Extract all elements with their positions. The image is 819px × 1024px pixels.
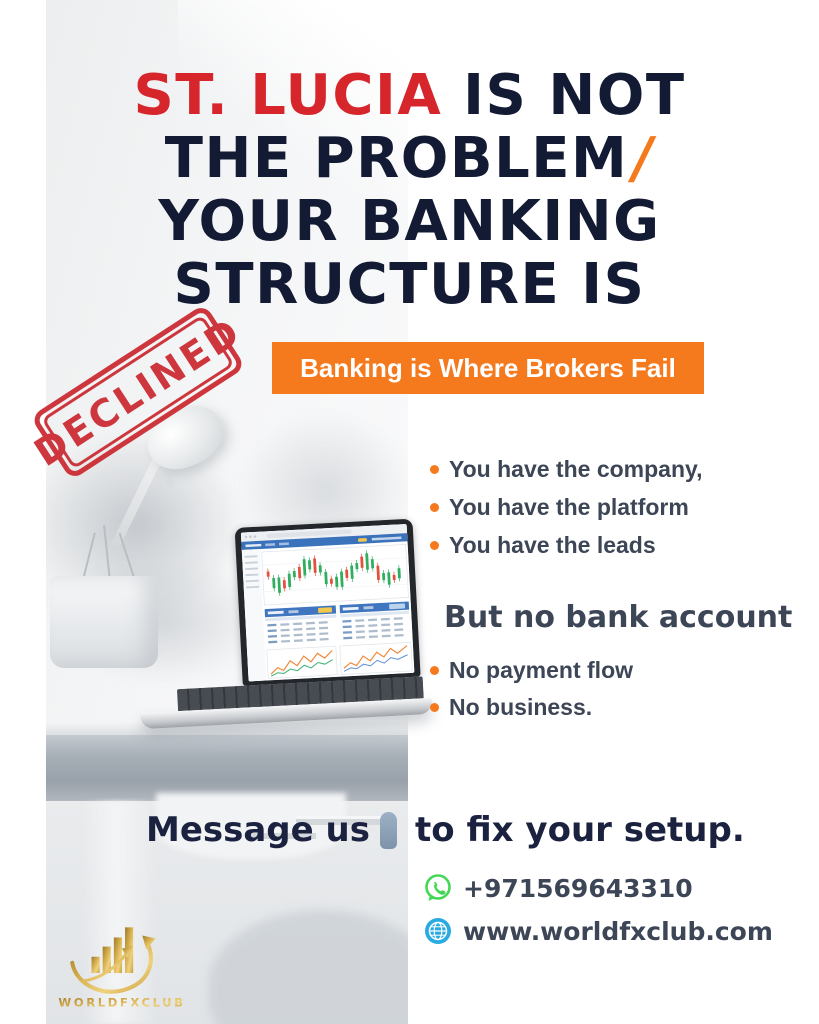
cta-text-before: Message us bbox=[146, 810, 370, 850]
have-list: You have the company, You have the platf… bbox=[430, 450, 702, 564]
whatsapp-contact[interactable]: +971569643310 bbox=[422, 872, 773, 904]
plant-pot bbox=[50, 576, 158, 668]
banner-label: Banking is Where Brokers Fail bbox=[300, 352, 676, 383]
contact-block: +971569643310 www.worldfxclub.com bbox=[422, 872, 773, 958]
laptop-screen bbox=[234, 518, 421, 686]
list-item: You have the platform bbox=[430, 488, 702, 526]
orange-slash: / bbox=[626, 126, 660, 191]
laptop bbox=[131, 518, 433, 735]
cta-line: Message us to fix your setup. bbox=[146, 810, 745, 850]
bullet-dot-icon bbox=[430, 540, 439, 550]
desk-object-blur bbox=[156, 793, 346, 859]
gap-heading: But no bank account bbox=[444, 600, 793, 635]
candlestick-chart bbox=[266, 550, 401, 596]
quote-tables bbox=[267, 617, 404, 644]
bullet-dot-icon bbox=[430, 703, 439, 712]
headline-line-2: THE PROBLEM/ bbox=[0, 126, 819, 191]
headline-line2-text: THE PROBLEM bbox=[164, 126, 629, 191]
banner: Banking is Where Brokers Fail bbox=[272, 342, 704, 394]
office-photo-panel bbox=[46, 0, 408, 1024]
shelf-line bbox=[296, 819, 396, 825]
list-item-label: You have the company, bbox=[449, 455, 703, 482]
trading-platform-screen bbox=[240, 523, 415, 682]
list-item-label: You have the platform bbox=[449, 493, 689, 520]
website-contact[interactable]: www.worldfxclub.com bbox=[422, 915, 773, 947]
bullet-dot-icon bbox=[430, 666, 439, 675]
desk-front-band bbox=[46, 735, 408, 801]
chair-silhouette bbox=[208, 910, 408, 1024]
globe-icon bbox=[425, 918, 451, 944]
list-item: You have the company, bbox=[430, 450, 702, 488]
headline-line-1: ST. LUCIA IS NOT bbox=[0, 64, 819, 127]
website-url: www.worldfxclub.com bbox=[463, 916, 773, 946]
list-item: No business. bbox=[430, 689, 633, 726]
light-wedge bbox=[178, 0, 408, 200]
brand-logo-text: WORLDFXCLUB bbox=[58, 996, 185, 1010]
bullet-dot-icon bbox=[430, 464, 439, 474]
list-item: No payment flow bbox=[430, 652, 633, 689]
bullet-dot-icon bbox=[430, 502, 439, 512]
list-item-label: You have the leads bbox=[449, 531, 656, 558]
brand-logo: WORLDFXCLUB bbox=[56, 906, 188, 1012]
list-item-label: No business. bbox=[449, 694, 593, 720]
worldfxclub-logo-icon: WORLDFXCLUB bbox=[58, 927, 185, 1010]
headline-line-3: YOUR BANKING bbox=[158, 189, 661, 254]
headline: ST. LUCIA IS NOT THE PROBLEM/ YOUR BANKI… bbox=[0, 64, 819, 316]
whatsapp-icon bbox=[425, 874, 451, 901]
headline-accent: ST. LUCIA bbox=[133, 63, 443, 128]
cta-text-after: to fix your setup. bbox=[415, 810, 745, 850]
shelf-line bbox=[246, 833, 316, 839]
desk-edge bbox=[46, 722, 408, 735]
gap-list: No payment flow No business. bbox=[430, 652, 633, 726]
list-item: You have the leads bbox=[430, 526, 702, 564]
headline-line-4: STRUCTURE IS bbox=[173, 252, 646, 317]
list-item-label: No payment flow bbox=[449, 657, 634, 683]
whatsapp-number: +971569643310 bbox=[463, 873, 693, 903]
phone-icon bbox=[380, 811, 397, 849]
headline-rest: IS NOT bbox=[442, 63, 686, 128]
office-lower-photo bbox=[46, 793, 408, 1024]
